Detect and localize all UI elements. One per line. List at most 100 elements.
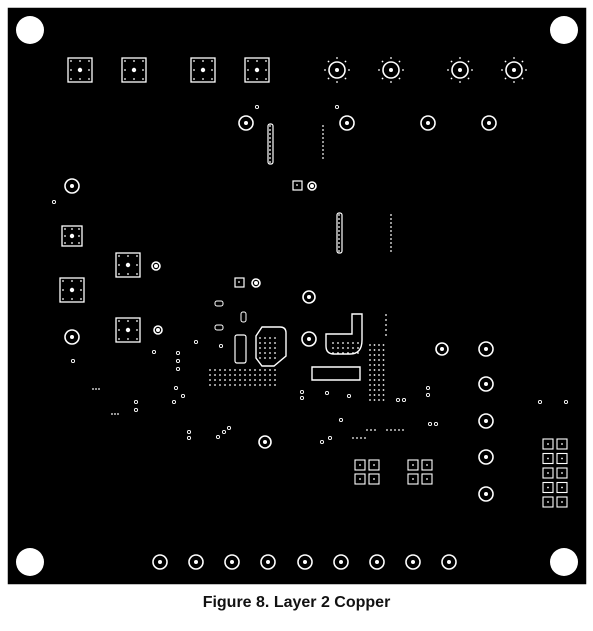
via-dot [338,234,340,236]
via-dot [224,374,226,376]
via-dot [224,384,226,386]
via-dot [64,242,66,244]
via-dot [561,486,563,489]
via [180,393,186,399]
header-pin-3-1 [556,481,568,494]
via-dot [342,352,344,354]
via-dot [525,69,527,71]
via-dot [118,264,120,266]
small-square-pad [292,180,303,191]
via-dot [244,379,246,381]
cluster-pad-a-3 [368,473,380,485]
via-dot [450,77,453,80]
via-dot [259,352,261,354]
via-dot [369,394,371,396]
via-dot [274,337,276,339]
via-dot [450,60,453,63]
via-dot [274,352,276,354]
via-dot [234,384,236,386]
via [395,397,401,403]
copper-pour-right [325,313,363,355]
upper-pad-1-hole [244,121,248,125]
via-dot [547,443,549,445]
via-dot [373,394,376,396]
via-dot [370,429,372,431]
via-dot [71,242,73,244]
via-dot [359,478,361,480]
via-dot [136,338,138,340]
via-dot [78,242,80,244]
via [171,399,177,405]
via-dot [378,359,380,361]
via-dot [360,437,362,439]
via-dot [352,342,354,344]
via-dot [385,324,387,326]
via-dot [547,486,549,489]
via-dot [254,384,256,386]
upper-pad-3 [420,115,436,131]
via-dot [274,374,276,376]
via-dot [369,379,371,381]
top-round-pad-4-hole [512,68,516,72]
via-dot [338,246,340,248]
via-dot [398,60,401,63]
via-dot [385,329,387,331]
bottom-pad-7-hole [375,560,379,564]
via-dot [234,374,236,376]
right-column-pad-2-hole [484,382,488,386]
via-dot [378,389,380,391]
via-dot [209,384,211,386]
small-round-pad-hole [310,184,314,188]
via-dot [373,364,376,366]
via-dot [79,60,81,62]
via-dot [322,145,324,147]
top-round-pad-3 [451,61,469,79]
figure-caption: Figure 8. Layer 2 Copper [202,594,391,611]
via-dot [249,374,251,376]
via-dot [79,78,81,80]
via-dot [390,214,392,216]
via-dot [269,149,271,151]
bottom-pad-4-hole [266,560,270,564]
via-dot [382,374,385,376]
via-dot [373,379,376,381]
via-dot [193,69,195,71]
via-dot [338,230,340,232]
via-dot [369,374,371,376]
top-square-pad-3 [190,57,216,83]
copper-features [16,16,578,576]
via-dot [342,342,344,344]
via [299,389,305,395]
via-dot [501,69,503,71]
via-dot [249,379,251,381]
bottom-pad-4 [260,554,276,570]
via-dot [322,137,324,139]
via-dot [338,218,340,220]
via-dot [269,347,271,349]
via-dot [338,250,340,252]
via-dot [238,281,240,283]
via-dot [447,69,449,71]
via-dot [378,344,380,346]
via-dot [133,60,135,62]
via-dot [229,374,231,376]
via-dot [322,141,324,143]
via-dot [382,349,385,351]
via-dot [369,349,371,351]
via-dot [382,394,385,396]
via-dot [373,384,376,386]
top-square-pad-4-hole [254,67,260,73]
center-pad-2-hole [307,337,311,341]
via-dot [244,384,246,386]
via-dot [390,238,392,240]
cluster-pad-a-2 [354,473,366,485]
via [186,435,192,441]
right-column-pad-5 [478,486,494,502]
top-round-pad-2 [382,61,400,79]
mid-round-pad-1 [151,261,161,271]
via-dot [70,60,72,62]
via [425,385,431,391]
bottom-pad-8 [405,554,421,570]
via-dot [264,384,266,386]
via-dot [352,437,354,439]
